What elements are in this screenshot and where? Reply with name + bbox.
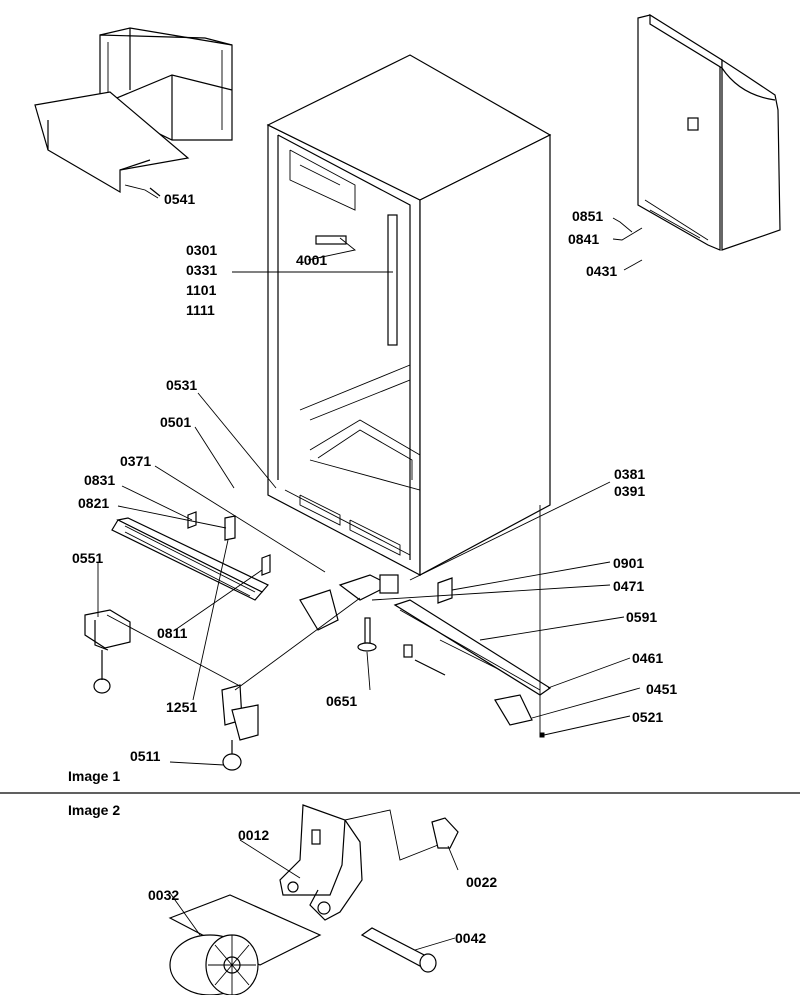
top-frame-assembly (34, 27, 233, 197)
section-label-image-2: Image 2 (68, 802, 120, 818)
callout-0841: 0841 (568, 231, 599, 247)
toe-grille-assembly (111, 511, 339, 631)
callout-1251: 1251 (166, 699, 197, 715)
callout-0042: 0042 (455, 930, 486, 946)
callout-0591: 0591 (626, 609, 657, 625)
rear-cabinet-panel (637, 13, 781, 251)
leader-lines (97, 184, 643, 766)
refrigerator-cabinet (266, 54, 552, 577)
callout-0531: 0531 (166, 377, 197, 393)
callout-0451: 0451 (646, 681, 677, 697)
callout-0431: 0431 (586, 263, 617, 279)
callout-0461: 0461 (632, 650, 663, 666)
callout-1111: 1111 (186, 302, 215, 318)
callout-0811: 0811 (157, 625, 188, 641)
callout-0032: 0032 (148, 887, 179, 903)
callout-labels: 0541 0301 0331 1101 1111 4001 0851 0841 … (68, 191, 677, 946)
callout-0301: 0301 (186, 242, 217, 258)
callout-0521: 0521 (632, 709, 663, 725)
callout-0511: 0511 (130, 748, 161, 764)
front-left-roller-bracket (84, 609, 131, 694)
front-right-roller-bracket (221, 684, 259, 771)
callout-4001: 4001 (296, 252, 327, 268)
callout-0012: 0012 (238, 827, 269, 843)
callout-0851: 0851 (572, 208, 603, 224)
callout-1101: 1101 (186, 282, 217, 298)
callout-0381: 0381 (614, 466, 645, 482)
leveling-rail-assembly (338, 574, 552, 738)
callout-0022: 0022 (466, 874, 497, 890)
section-label-image-1: Image 1 (68, 768, 120, 784)
callout-0831: 0831 (84, 472, 115, 488)
callout-0471: 0471 (613, 578, 644, 594)
callout-0551: 0551 (72, 550, 103, 566)
callout-0821: 0821 (78, 495, 109, 511)
callout-0371: 0371 (120, 453, 151, 469)
callout-0391: 0391 (614, 483, 645, 499)
callout-0541: 0541 (164, 191, 195, 207)
callout-0651: 0651 (326, 693, 357, 709)
callout-0331: 0331 (186, 262, 217, 278)
callout-0501: 0501 (160, 414, 191, 430)
roller-detail-assembly (168, 804, 459, 995)
callout-0901: 0901 (613, 555, 644, 571)
